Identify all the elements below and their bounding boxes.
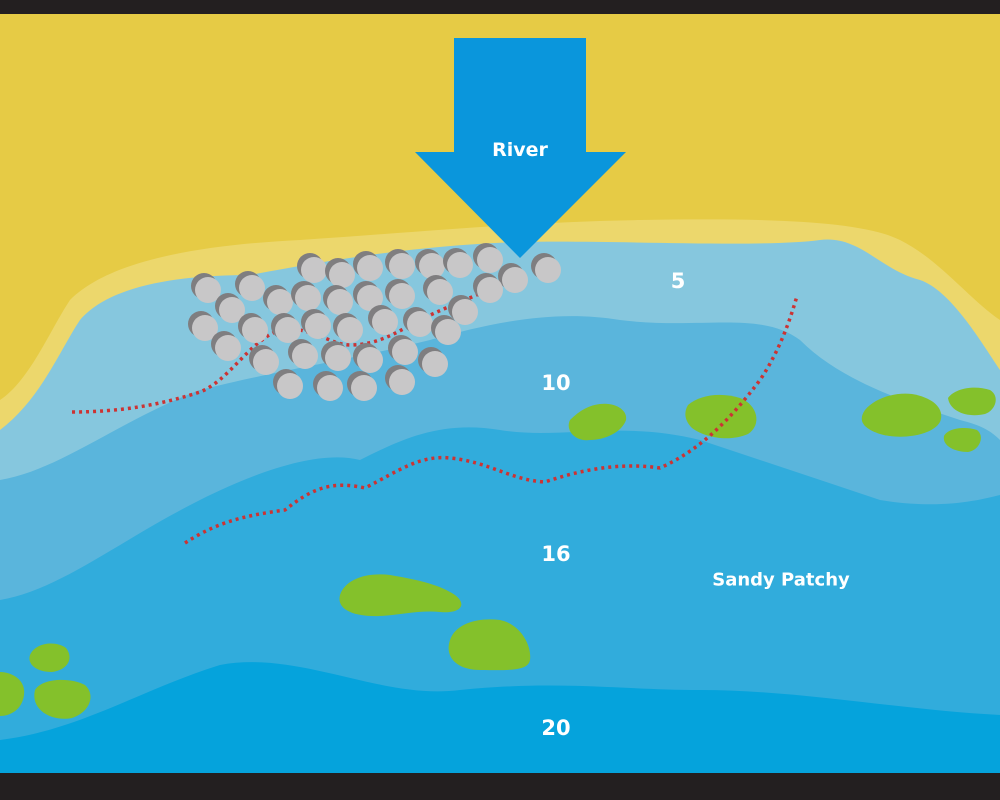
rock — [235, 271, 265, 301]
river-label: River — [492, 139, 548, 161]
rock — [448, 295, 478, 325]
rock — [385, 249, 415, 279]
rock-cluster — [188, 243, 561, 401]
seagrass-patch — [568, 403, 627, 441]
rock — [347, 371, 377, 401]
rock — [431, 315, 461, 345]
seagrass-patch — [448, 619, 531, 671]
depth-label-16: 16 — [541, 542, 571, 566]
rock — [423, 275, 453, 305]
seagrass-patch — [29, 643, 70, 672]
rock — [415, 249, 445, 279]
rock — [531, 253, 561, 283]
seagrass-patch — [948, 387, 996, 416]
rock — [353, 343, 383, 373]
seagrass-patch — [943, 428, 981, 452]
rock — [353, 251, 383, 281]
rock — [249, 345, 279, 375]
contour-line-lower — [184, 295, 799, 545]
rock — [473, 243, 503, 273]
seagrass-patch — [34, 679, 91, 719]
seagrass-patch — [0, 672, 25, 716]
rock — [191, 273, 221, 303]
rock — [215, 293, 245, 323]
rock — [333, 313, 363, 343]
river-arrow — [415, 38, 626, 258]
seagrass-patch — [685, 394, 757, 439]
rock — [418, 347, 448, 377]
sandy-patchy-label: Sandy Patchy — [712, 569, 850, 591]
seagrass-patch — [861, 393, 942, 437]
rock — [188, 311, 218, 341]
rock — [297, 253, 327, 283]
rock — [273, 369, 303, 399]
seagrass-patch — [339, 574, 462, 617]
rock — [263, 285, 293, 315]
rock — [238, 313, 268, 343]
rock — [353, 281, 383, 311]
rock — [321, 341, 351, 371]
rock — [313, 371, 343, 401]
depth-zone-20 — [0, 662, 1000, 800]
rock — [323, 285, 353, 315]
rock — [385, 365, 415, 395]
rock — [403, 307, 433, 337]
rock — [368, 305, 398, 335]
rock — [325, 258, 355, 288]
seagrass-patches — [0, 387, 996, 719]
rock — [211, 331, 241, 361]
rock — [473, 273, 503, 303]
depth-label-10: 10 — [541, 371, 571, 395]
rock — [291, 281, 321, 311]
rock — [388, 335, 418, 365]
depth-label-5: 5 — [670, 269, 686, 293]
rock — [498, 263, 528, 293]
rock — [385, 279, 415, 309]
rock — [301, 309, 331, 339]
rock — [288, 339, 318, 369]
rock — [271, 313, 301, 343]
rock — [443, 248, 473, 278]
depth-label-20: 20 — [541, 716, 571, 740]
